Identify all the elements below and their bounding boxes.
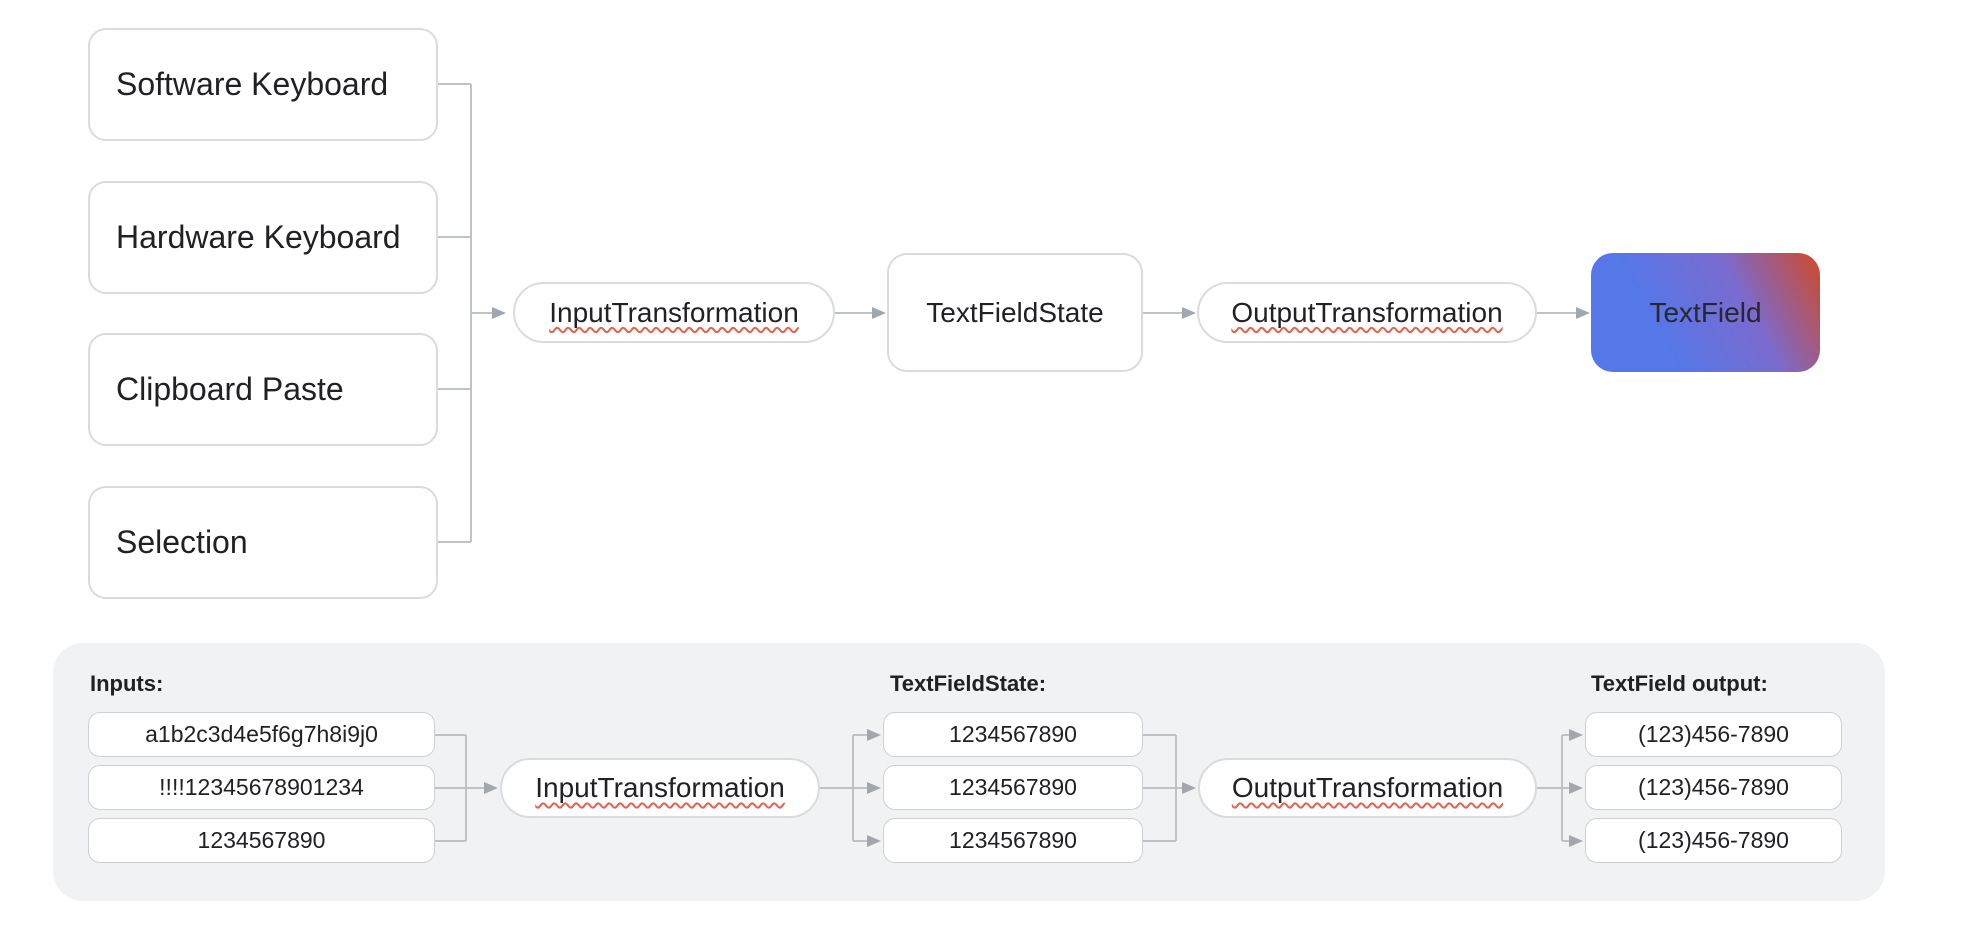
text-field-state-column-label: TextFieldState: xyxy=(890,671,1047,696)
state-value-box: 1234567890 xyxy=(883,712,1143,757)
source-box-selection: Selection xyxy=(88,486,438,599)
output-transformation-node: OutputTransformation xyxy=(1197,282,1537,343)
output-value: (123)456-7890 xyxy=(1638,827,1789,853)
output-value: (123)456-7890 xyxy=(1638,774,1789,800)
text-field-node: TextField xyxy=(1591,253,1820,372)
state-value: 1234567890 xyxy=(949,721,1077,747)
output-value: (123)456-7890 xyxy=(1638,721,1789,747)
state-value: 1234567890 xyxy=(949,827,1077,853)
text-field-state-node: TextFieldState xyxy=(887,253,1143,372)
example-input-transformation-node: InputTransformation xyxy=(500,758,820,818)
text-field-output-column-label: TextField output: xyxy=(1591,671,1768,696)
state-value-box: 1234567890 xyxy=(883,765,1143,810)
state-value: 1234567890 xyxy=(949,774,1077,800)
source-label: Clipboard Paste xyxy=(116,371,344,407)
text-field-label: TextField xyxy=(1649,296,1762,328)
input-value-box: a1b2c3d4e5f6g7h8i9j0 xyxy=(88,712,435,757)
text-field-state-label: TextFieldState xyxy=(926,296,1104,328)
input-value-box: 1234567890 xyxy=(88,818,435,863)
source-box-hardware-keyboard: Hardware Keyboard xyxy=(88,181,438,294)
example-output-transformation-label: OutputTransformation xyxy=(1231,772,1504,803)
input-value: !!!!12345678901234 xyxy=(159,774,364,800)
source-label: Software Keyboard xyxy=(116,66,389,102)
output-value-box: (123)456-7890 xyxy=(1585,818,1842,863)
output-value-box: (123)456-7890 xyxy=(1585,765,1842,810)
example-input-transformation-label: InputTransformation xyxy=(535,772,785,803)
output-transformation-label: OutputTransformation xyxy=(1231,296,1503,328)
input-transformation-label: InputTransformation xyxy=(549,296,799,328)
source-label: Hardware Keyboard xyxy=(116,219,401,255)
state-value-box: 1234567890 xyxy=(883,818,1143,863)
source-label: Selection xyxy=(116,524,248,560)
source-box-clipboard-paste: Clipboard Paste xyxy=(88,333,438,446)
input-value: 1234567890 xyxy=(197,827,326,853)
source-box-software-keyboard: Software Keyboard xyxy=(88,28,438,141)
output-value-box: (123)456-7890 xyxy=(1585,712,1842,757)
input-value-box: !!!!12345678901234 xyxy=(88,765,435,810)
input-transformation-node: InputTransformation xyxy=(513,282,835,343)
inputs-label: Inputs: xyxy=(90,671,164,696)
input-value: a1b2c3d4e5f6g7h8i9j0 xyxy=(145,721,378,747)
example-output-transformation-node: OutputTransformation xyxy=(1198,758,1537,818)
